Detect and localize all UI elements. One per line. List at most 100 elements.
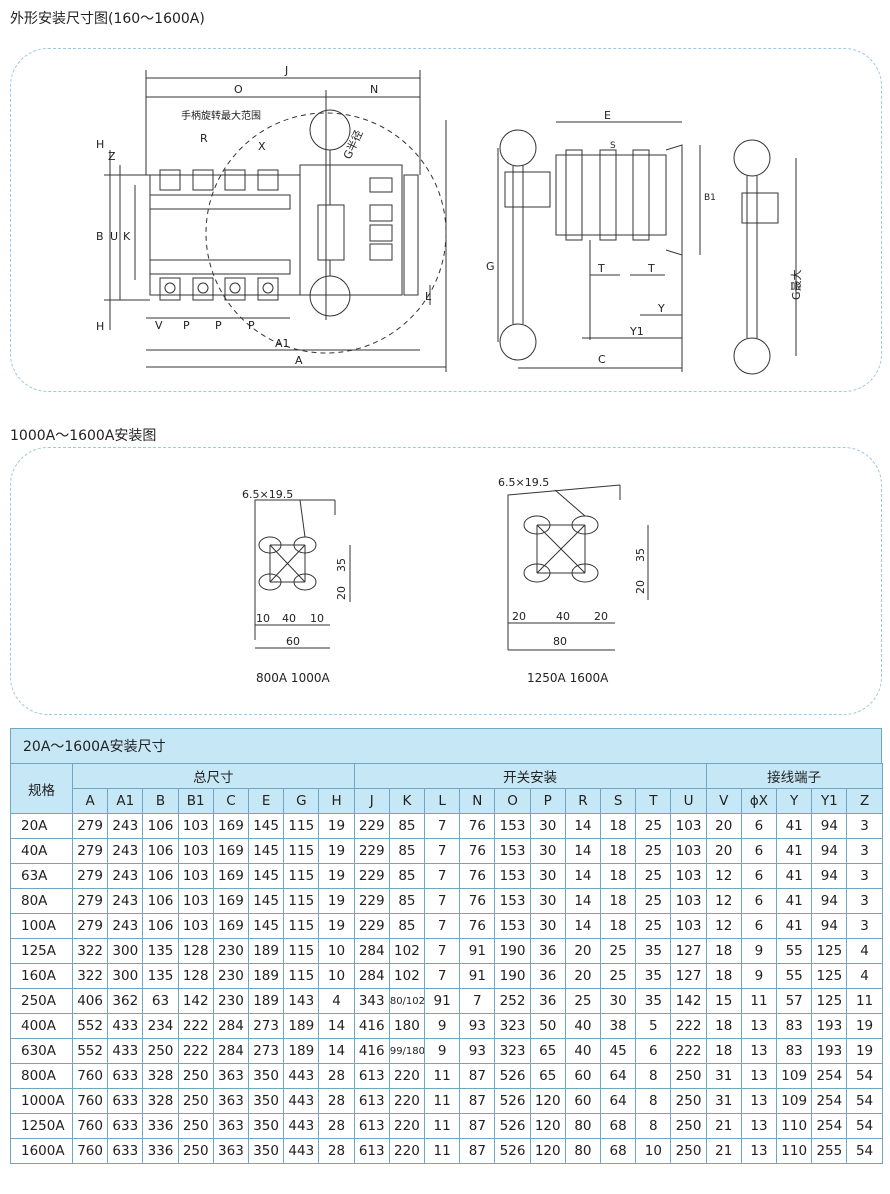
- value-cell: 109: [776, 1088, 813, 1114]
- value-cell: 153: [494, 888, 531, 914]
- value-cell: 127: [670, 938, 707, 964]
- dim-V: V: [155, 319, 163, 332]
- value-cell: 64: [600, 1088, 637, 1114]
- value-cell: 279: [71, 838, 109, 864]
- value-cell: 9: [740, 963, 778, 989]
- value-cell: 526: [494, 1138, 531, 1164]
- value-cell: 323: [494, 1038, 531, 1064]
- dim-800-40: 40: [282, 612, 296, 625]
- value-cell: 284: [353, 963, 390, 989]
- value-cell: 5: [635, 1013, 672, 1039]
- value-cell: 145: [248, 888, 285, 914]
- value-cell: 279: [71, 813, 109, 839]
- value-cell: 4: [846, 938, 883, 964]
- column-header: Y1: [811, 788, 848, 814]
- value-cell: 6: [740, 813, 778, 839]
- value-cell: 12: [705, 913, 742, 939]
- column-header: B: [142, 788, 179, 814]
- value-cell: 254: [811, 1113, 848, 1139]
- handle-note: 手柄旋转最大范围: [181, 109, 261, 122]
- value-cell: 169: [212, 888, 250, 914]
- value-cell: 54: [846, 1113, 883, 1139]
- value-cell: 87: [459, 1088, 496, 1114]
- value-cell: 526: [494, 1113, 531, 1139]
- value-cell: 14: [318, 1038, 355, 1064]
- side-view-drawing: [497, 121, 701, 372]
- value-cell: 63: [142, 988, 179, 1014]
- value-cell: 6: [635, 1038, 672, 1064]
- value-cell: 94: [811, 888, 848, 914]
- value-cell: 350: [248, 1113, 285, 1139]
- spec-cell: 1600A: [10, 1138, 73, 1164]
- value-cell: 760: [71, 1113, 109, 1139]
- install-title: 1000A～1600A安装图: [10, 428, 157, 444]
- value-cell: 633: [107, 1138, 144, 1164]
- value-cell: 153: [494, 863, 531, 889]
- spec-cell: 1250A: [10, 1113, 73, 1139]
- value-cell: 254: [811, 1063, 848, 1089]
- value-cell: 142: [670, 988, 707, 1014]
- value-cell: 222: [177, 1013, 214, 1039]
- value-cell: 362: [107, 988, 144, 1014]
- value-cell: 633: [107, 1063, 144, 1089]
- value-cell: 76: [459, 813, 496, 839]
- value-cell: 3: [846, 813, 883, 839]
- value-cell: 336: [142, 1138, 179, 1164]
- value-cell: 443: [283, 1063, 320, 1089]
- value-cell: 93: [459, 1038, 496, 1064]
- value-cell: 222: [670, 1013, 707, 1039]
- value-cell: 25: [564, 988, 602, 1014]
- spec-cell: 160A: [10, 963, 73, 989]
- value-cell: 41: [776, 813, 813, 839]
- value-cell: 60: [564, 1088, 602, 1114]
- value-cell: 279: [71, 863, 109, 889]
- dim-P3: P: [248, 319, 255, 332]
- value-cell: 18: [600, 838, 637, 864]
- spec-cell: 800A: [10, 1063, 73, 1089]
- column-header: U: [670, 788, 707, 814]
- value-cell: 25: [635, 813, 672, 839]
- value-cell: 115: [283, 813, 320, 839]
- dim-S: S: [610, 141, 616, 151]
- value-cell: 106: [142, 838, 179, 864]
- value-cell: 18: [600, 888, 637, 914]
- value-cell: 250: [177, 1088, 214, 1114]
- value-cell: 87: [459, 1138, 496, 1164]
- value-cell: 8: [635, 1063, 672, 1089]
- value-cell: 142: [177, 988, 214, 1014]
- value-cell: 169: [212, 863, 250, 889]
- value-cell: 55: [776, 963, 813, 989]
- dim-1250-35: 35: [634, 548, 647, 562]
- dim-H-top: H: [96, 138, 104, 151]
- value-cell: 19: [846, 1038, 883, 1064]
- value-cell: 65: [529, 1063, 566, 1089]
- value-cell: 115: [283, 963, 320, 989]
- value-cell: 125: [811, 963, 848, 989]
- value-cell: 115: [283, 913, 320, 939]
- dim-1250-20b: 20: [594, 610, 608, 623]
- value-cell: 363: [212, 1088, 250, 1114]
- value-cell: 9: [424, 1013, 461, 1039]
- value-cell: 145: [248, 863, 285, 889]
- dim-A1: A1: [275, 337, 290, 350]
- value-cell: 243: [107, 913, 144, 939]
- value-cell: 80: [564, 1113, 602, 1139]
- value-cell: 35: [635, 938, 672, 964]
- value-cell: 85: [388, 838, 426, 864]
- value-cell: 11: [424, 1138, 461, 1164]
- value-cell: 254: [811, 1088, 848, 1114]
- value-cell: 13: [740, 1138, 778, 1164]
- value-cell: 68: [600, 1113, 637, 1139]
- value-cell: 145: [248, 838, 285, 864]
- value-cell: 284: [212, 1038, 250, 1064]
- value-cell: 94: [811, 813, 848, 839]
- value-cell: 189: [248, 988, 285, 1014]
- value-cell: 220: [388, 1088, 426, 1114]
- value-cell: 12: [705, 863, 742, 889]
- value-cell: 25: [600, 963, 637, 989]
- value-cell: 252: [494, 988, 531, 1014]
- value-cell: 115: [283, 838, 320, 864]
- dim-800-20: 20: [335, 586, 348, 600]
